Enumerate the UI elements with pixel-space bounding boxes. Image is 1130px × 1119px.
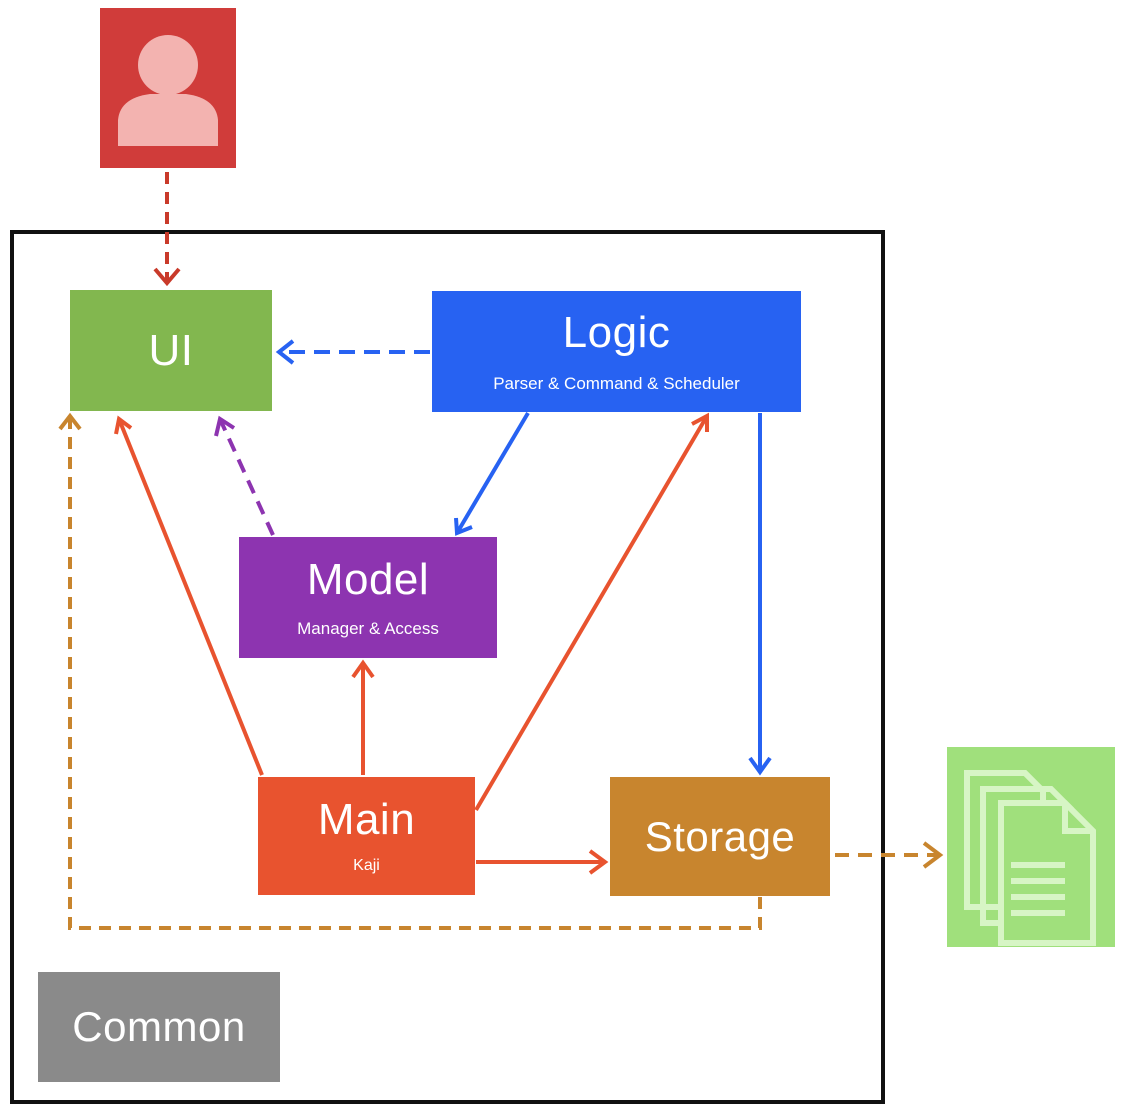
user-icon — [100, 8, 236, 168]
main-title: Main — [317, 795, 416, 844]
ui-component: UI — [70, 290, 272, 411]
model-subtitle: Manager & Access — [297, 619, 439, 638]
logic-component: Logic Parser & Command & Scheduler — [432, 291, 801, 412]
common-title: Common — [72, 1003, 246, 1050]
common-component: Common — [38, 972, 280, 1082]
architecture-frame — [10, 230, 885, 1104]
main-subtitle: Kaji — [353, 857, 380, 874]
storage-component: Storage — [610, 777, 830, 896]
documents-icon — [947, 747, 1115, 947]
logic-title: Logic — [562, 308, 671, 357]
ui-title: UI — [148, 325, 194, 375]
storage-title: Storage — [644, 812, 796, 860]
logic-subtitle: Parser & Command & Scheduler — [493, 374, 740, 393]
model-title: Model — [306, 555, 430, 604]
model-component: Model Manager & Access — [239, 537, 497, 658]
main-component: Main Kaji — [258, 777, 475, 895]
